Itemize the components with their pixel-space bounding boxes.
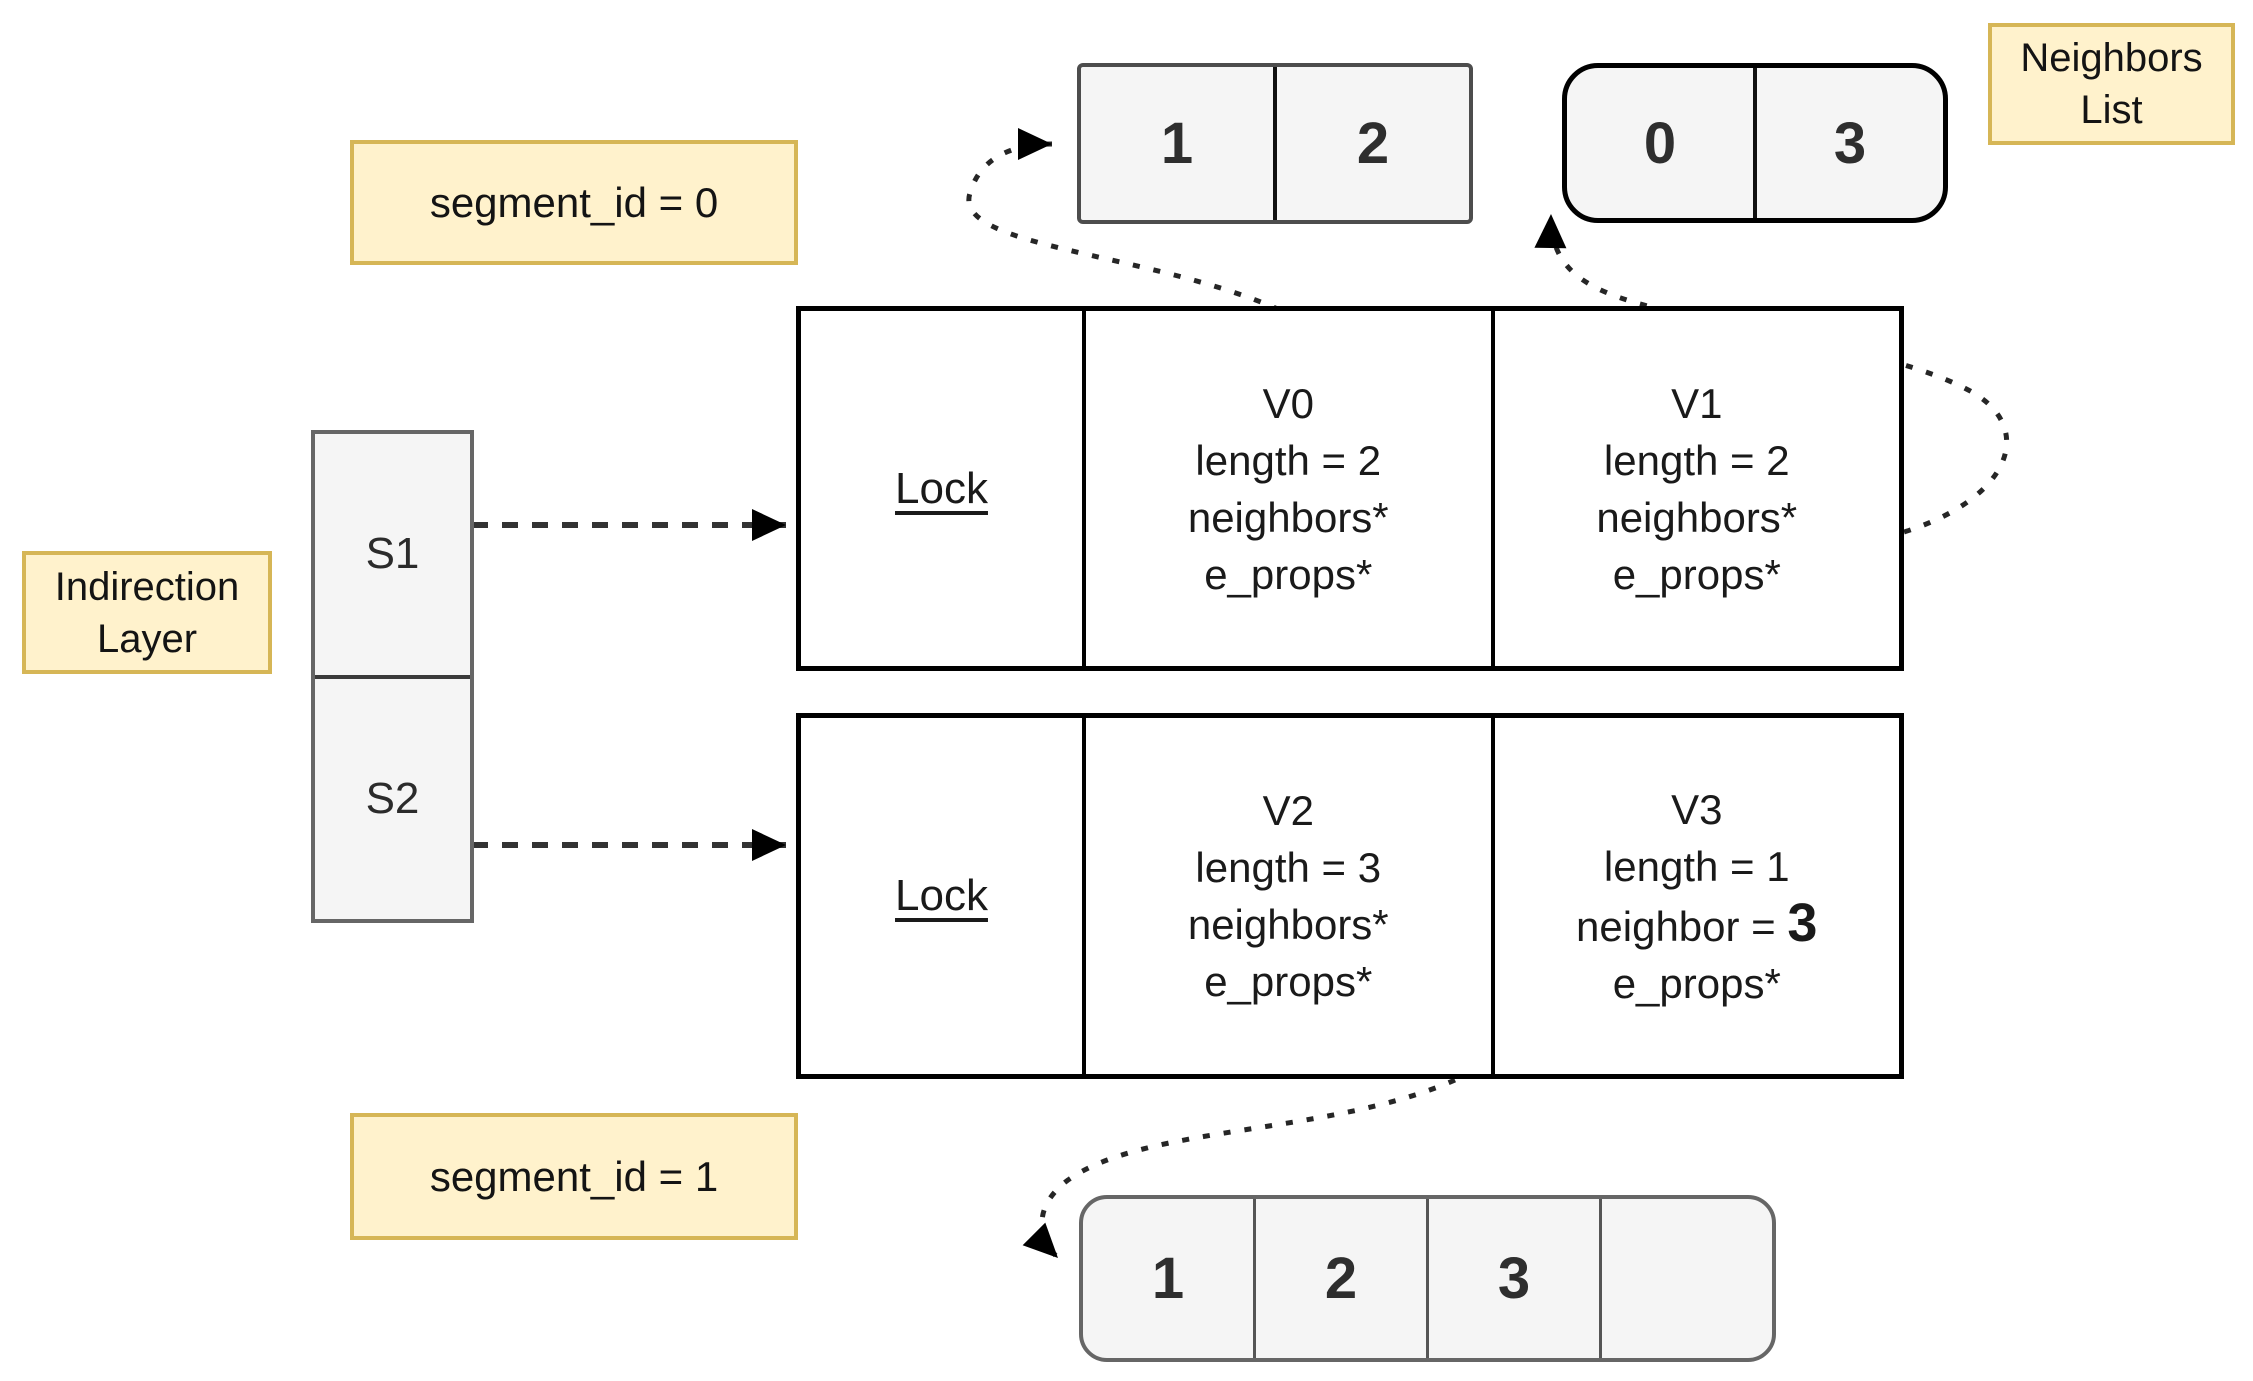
v2-length: length = 3 — [1195, 844, 1382, 891]
segment-0-vertex-v0: V0 length = 2 neighbors* e_props* — [1082, 311, 1491, 666]
v3-neighbor-value: 3 — [1787, 892, 1818, 953]
v2-name: V2 — [1262, 787, 1314, 834]
segment-0-vertex-v1: V1 length = 2 neighbors* e_props* — [1490, 311, 1900, 666]
list-b-cell-0: 0 — [1643, 110, 1677, 176]
v1-length: length = 2 — [1603, 436, 1790, 484]
segment-1-vertex-v2: V2 length = 3 neighbors* e_props* — [1082, 718, 1491, 1074]
v3-eprops-pointer: e_props* — [1612, 959, 1781, 1007]
v0-eprops-pointer: e_props* — [1204, 550, 1373, 598]
indirection-slot-s2: S2 — [315, 674, 470, 920]
v2-eprops-pointer: e_props* — [1204, 958, 1373, 1005]
v1-name: V1 — [1671, 379, 1723, 427]
neighbors-list-label: Neighbors List — [1988, 23, 2235, 145]
indirection-layer-label-line2: Layer — [96, 616, 198, 661]
v0-name: V0 — [1262, 379, 1314, 427]
segment-1-lock-cell: Lock — [801, 718, 1082, 1074]
segment-0-block: Lock V0 length = 2 neighbors* e_props* V… — [796, 306, 1904, 671]
indirection-slot-s1: S1 — [315, 434, 470, 675]
neighbors-list-c: 1 2 3 — [1079, 1195, 1776, 1362]
segment-id-1-label: segment_id = 1 — [350, 1113, 798, 1240]
segment-1-lock-label: Lock — [895, 871, 988, 920]
v1-neighbors-pointer: neighbors* — [1596, 493, 1798, 541]
v0-neighbors-pointer: neighbors* — [1187, 493, 1389, 541]
neighbors-list-b: 0 3 — [1562, 63, 1948, 223]
list-c-cell-0: 1 — [1151, 1246, 1185, 1311]
indirection-layer-column: S1 S2 — [311, 430, 474, 923]
neighbors-list-label-line1: Neighbors — [2020, 36, 2203, 80]
indirection-layer-label-line1: Indirection — [54, 564, 240, 609]
s2-label: S2 — [365, 773, 420, 823]
segment-id-1-text: segment_id = 1 — [429, 1152, 719, 1200]
list-a-cell-1: 2 — [1273, 67, 1469, 220]
list-b-cell-1: 3 — [1753, 68, 1943, 218]
v0-length: length = 2 — [1195, 436, 1382, 484]
neighbors-list-a: 1 2 — [1077, 63, 1473, 224]
v3-neighbor-inline: neighbor = 3 — [1576, 892, 1818, 955]
list-c-cell-1: 2 — [1253, 1199, 1426, 1358]
segment-0-lock-label: Lock — [895, 463, 988, 513]
v3-neighbor-prefix: neighbor = — [1576, 902, 1788, 950]
v3-length: length = 1 — [1603, 842, 1790, 890]
v2-neighbors-pointer: neighbors* — [1187, 901, 1389, 948]
indirection-layer-label: Indirection Layer — [22, 551, 272, 674]
v3-name: V3 — [1671, 785, 1723, 833]
list-c-cell-2: 3 — [1426, 1199, 1599, 1358]
s1-label: S1 — [365, 529, 420, 579]
segment-0-lock-cell: Lock — [801, 311, 1082, 666]
segment-1-block: Lock V2 length = 3 neighbors* e_props* V… — [796, 713, 1904, 1079]
list-c-cell-3 — [1599, 1199, 1772, 1358]
neighbors-list-label-line2: List — [2080, 88, 2143, 132]
segment-id-0-text: segment_id = 0 — [429, 178, 719, 226]
segment-1-vertex-v3: V3 length = 1 neighbor = 3 e_props* — [1490, 718, 1900, 1074]
segment-id-0-label: segment_id = 0 — [350, 140, 798, 265]
list-a-cell-0: 1 — [1160, 111, 1194, 176]
v1-eprops-pointer: e_props* — [1612, 550, 1781, 598]
